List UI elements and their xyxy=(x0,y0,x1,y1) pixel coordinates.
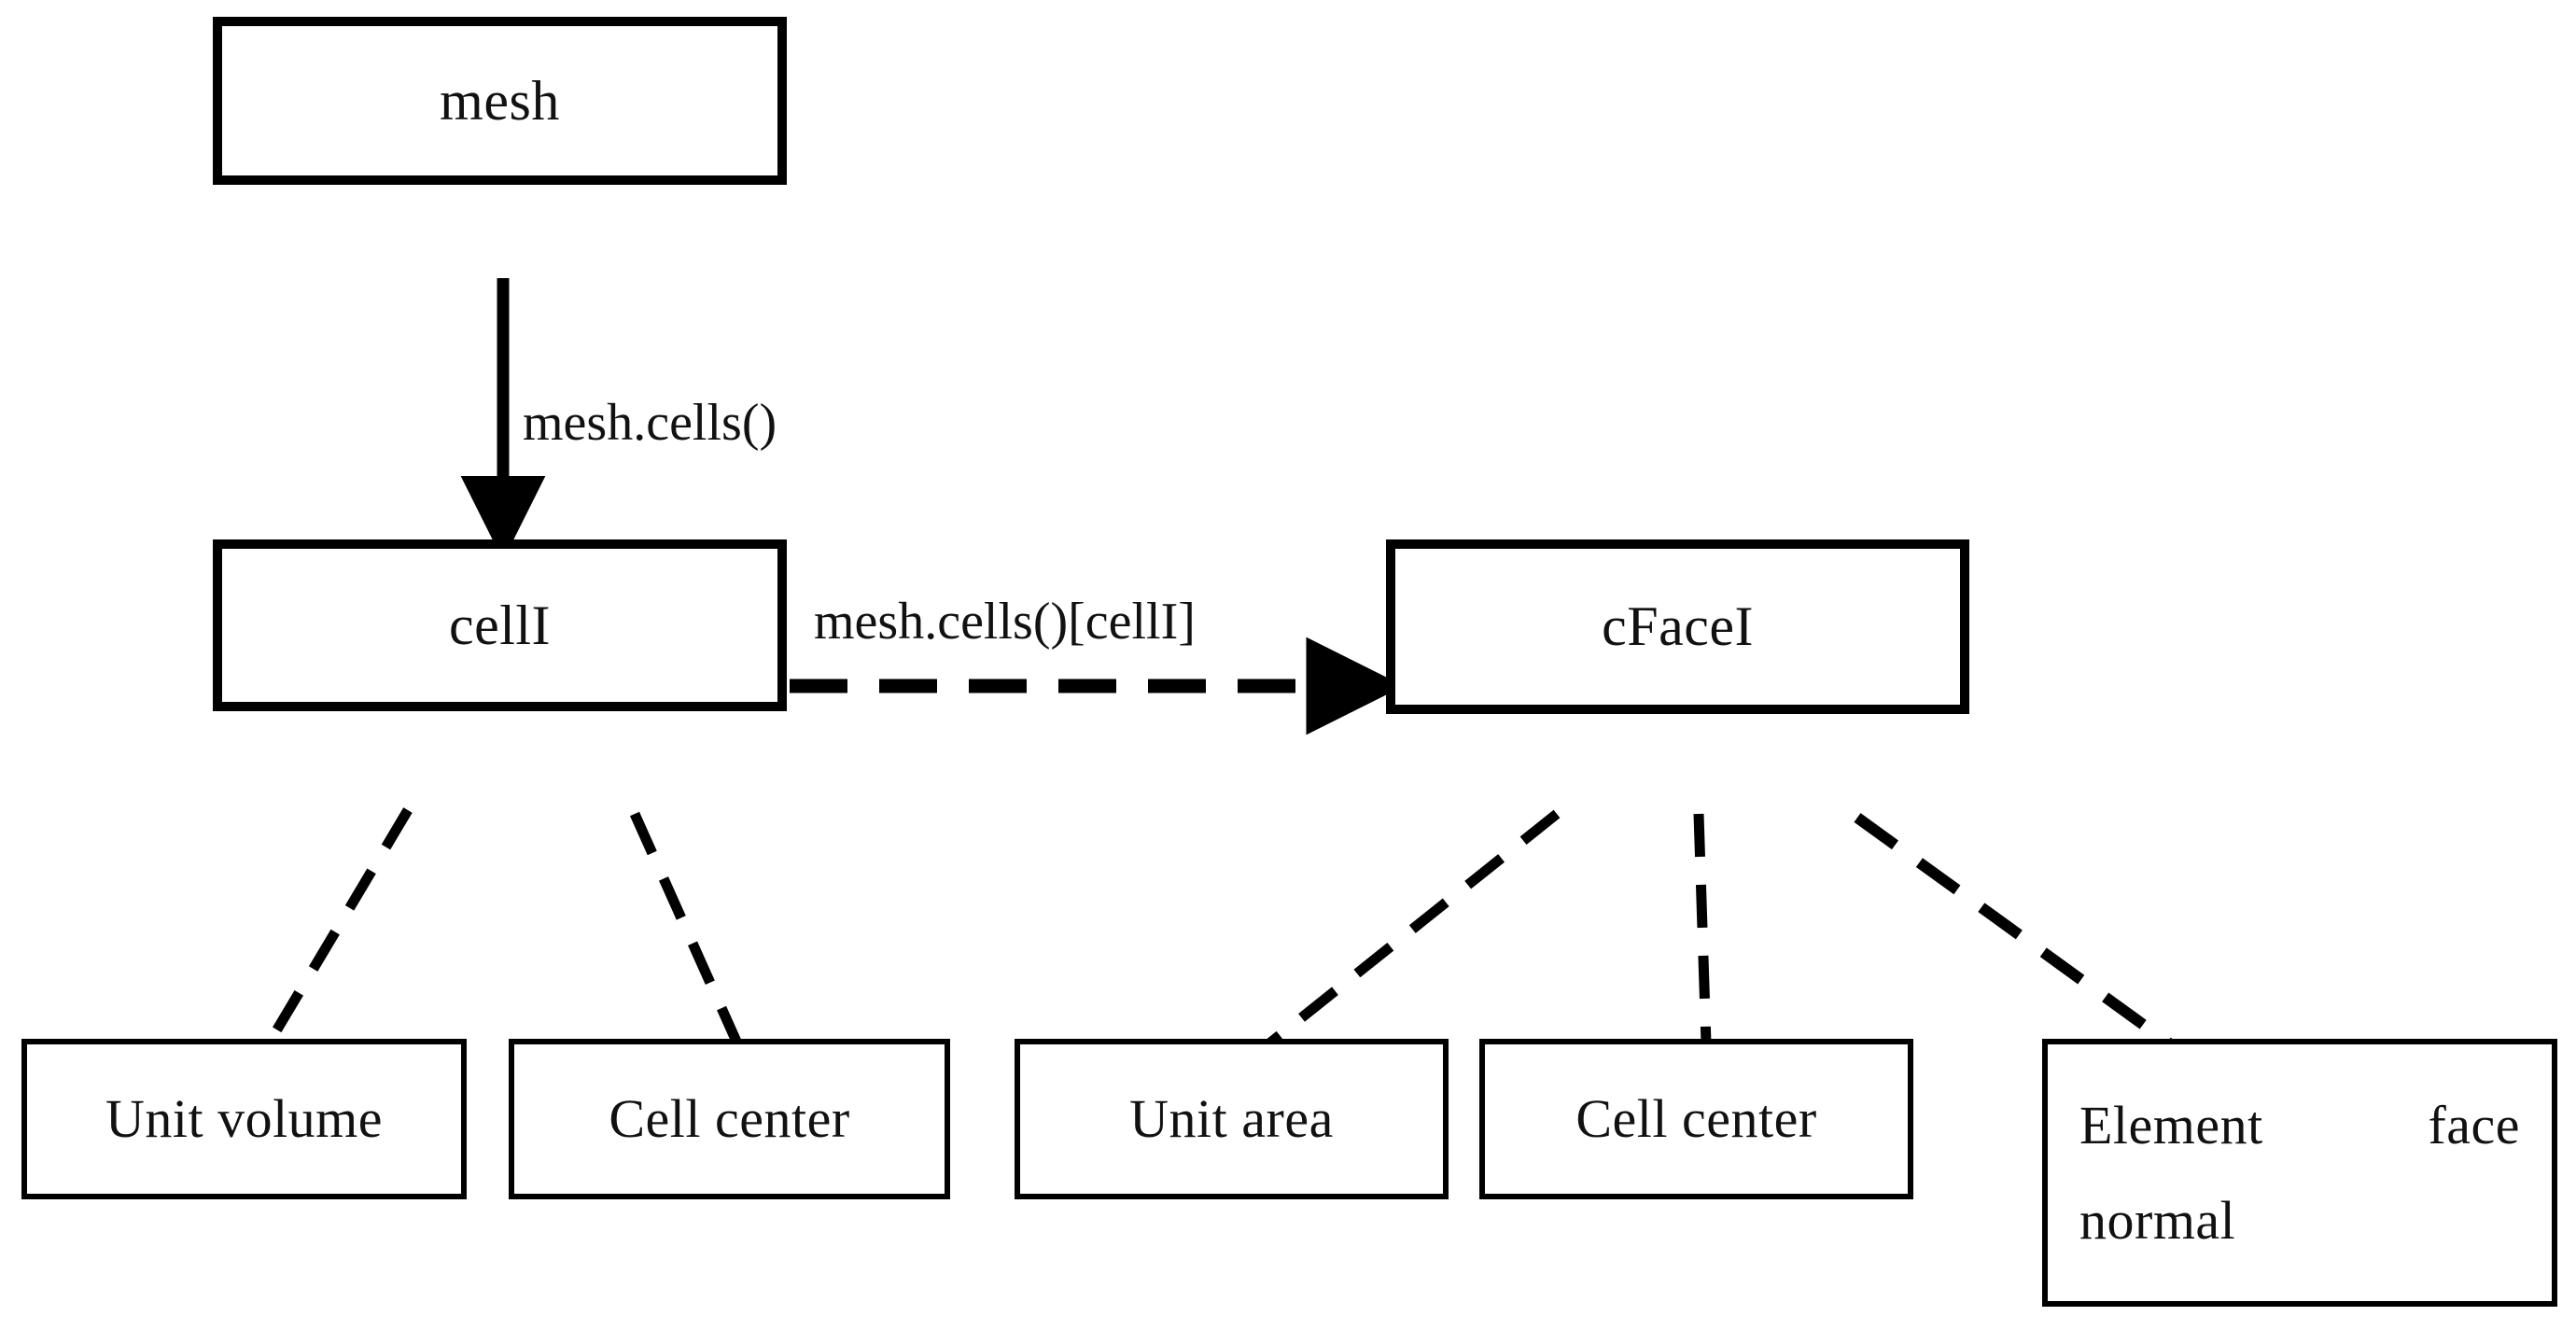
node-unit-volume-label: Unit volume xyxy=(105,1087,384,1149)
edge-cFaceI-to-cell-center-right xyxy=(1693,813,1712,1044)
node-celli-label: cellI xyxy=(448,594,552,656)
node-cell-center-left[interactable]: Cell center xyxy=(509,1039,950,1199)
edge-cFaceI-to-unit-area xyxy=(1266,809,1561,1048)
edge-cFaceI-to-element-face-normal xyxy=(1854,813,2176,1050)
node-unit-area[interactable]: Unit area xyxy=(1015,1039,1449,1199)
node-cfacei[interactable]: cFaceI xyxy=(1386,539,1969,714)
node-unit-volume[interactable]: Unit volume xyxy=(21,1039,467,1199)
node-celli[interactable]: cellI xyxy=(213,539,787,711)
node-mesh[interactable]: mesh xyxy=(213,17,787,185)
node-cell-center-right-label: Cell center xyxy=(1575,1087,1817,1149)
edge-label-mesh-cells-celli: mesh.cells()[cellI] xyxy=(814,593,1196,651)
node-element-face-normal-label: Element face normal xyxy=(2079,1095,2520,1251)
node-cell-center-right[interactable]: Cell center xyxy=(1479,1039,1913,1199)
node-unit-area-label: Unit area xyxy=(1129,1087,1334,1149)
node-element-face-normal[interactable]: Element face normal xyxy=(2042,1039,2557,1307)
edge-label-mesh-cells: mesh.cells() xyxy=(523,394,777,452)
node-cfacei-label: cFaceI xyxy=(1602,595,1754,657)
edge-cellI-to-unit-volume xyxy=(264,807,413,1046)
node-cell-center-left-label: Cell center xyxy=(609,1087,850,1149)
node-mesh-label: mesh xyxy=(440,69,560,132)
edge-cellI-to-cell-center-left xyxy=(629,811,743,1046)
